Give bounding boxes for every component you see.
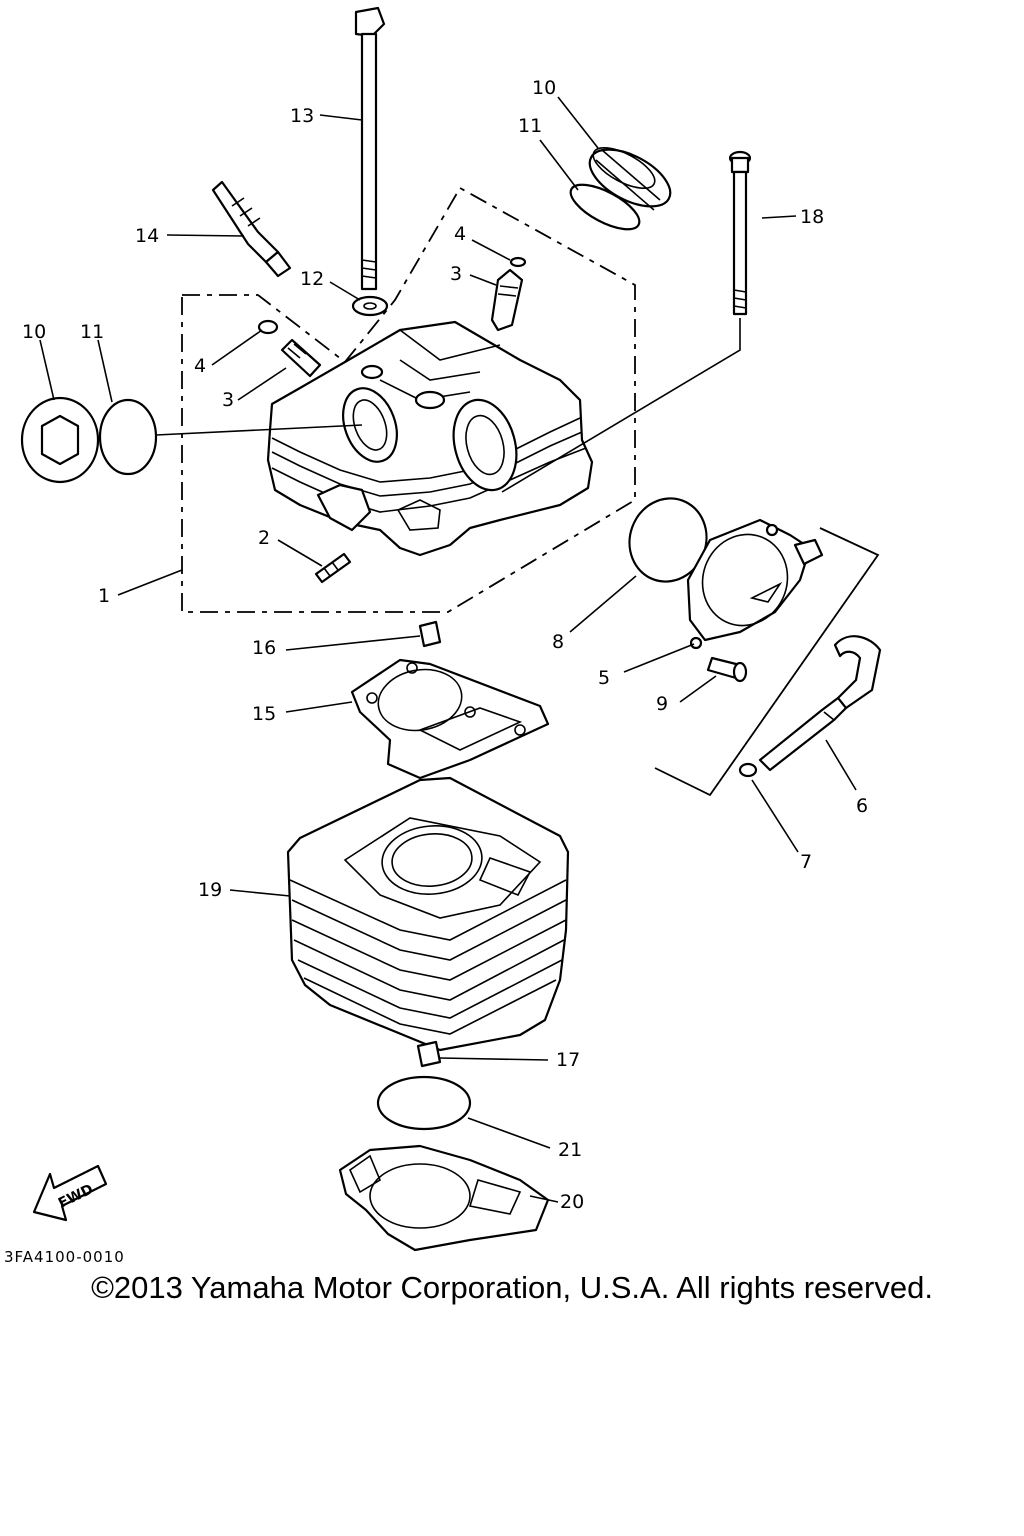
part-20-base-gasket: [338, 1144, 550, 1252]
callout-4-right: 4: [454, 223, 466, 245]
callout-17: 17: [556, 1049, 580, 1071]
callout-4-left: 4: [194, 355, 206, 377]
callout-11-top: 11: [518, 115, 542, 137]
part-6-hose: [758, 635, 882, 772]
callout-19: 19: [198, 879, 222, 901]
part-15-head-gasket: [350, 658, 550, 780]
callout-18: 18: [800, 206, 824, 228]
part-3-valve-guide-left: [280, 338, 322, 378]
part-3-valve-guide-right: [490, 268, 524, 332]
part-19-cylinder: [286, 776, 570, 1052]
part-4-clip-right: [509, 256, 527, 268]
part-5-breather-cover: [686, 518, 824, 650]
callout-5: 5: [598, 667, 610, 689]
callout-15: 15: [252, 703, 276, 725]
part-17-dowel-pin: [416, 1040, 442, 1068]
part-18-bolt: [728, 150, 752, 316]
cylinder-head-assembly-outline: [181, 186, 636, 613]
part-11-top-o-ring: [569, 183, 641, 231]
copyright-notice: ©2013 Yamaha Motor Corporation, U.S.A. A…: [91, 1270, 933, 1305]
callout-13: 13: [290, 105, 314, 127]
callout-2: 2: [258, 527, 270, 549]
part-11-left-o-ring: [98, 398, 158, 476]
callout-10-left: 10: [22, 321, 46, 343]
part-10-top-cap: [588, 147, 672, 211]
part-9-bolt: [706, 656, 748, 683]
part-1-cylinder-head: [266, 320, 594, 557]
part-2-stud: [314, 552, 352, 584]
callout-21: 21: [558, 1139, 582, 1161]
drawing-code: 3FA4100-0010: [4, 1248, 125, 1266]
callout-14: 14: [135, 225, 159, 247]
callout-7: 7: [800, 851, 812, 873]
part-21-o-ring: [376, 1075, 472, 1131]
part-10-left-cap: [20, 396, 100, 484]
part-13-stud-bolt: [354, 6, 386, 291]
callout-10-top: 10: [532, 77, 556, 99]
part-4-clip-left: [257, 319, 279, 335]
callout-12: 12: [300, 268, 324, 290]
callout-20: 20: [560, 1191, 584, 1213]
callout-11-left: 11: [80, 321, 104, 343]
callout-3-right: 3: [450, 263, 462, 285]
leader-lines: [39, 96, 857, 1203]
part-14-spark-plug: [211, 180, 292, 278]
callout-6: 6: [856, 795, 868, 817]
breather-assembly-outline: [654, 527, 880, 797]
callout-numbers: 13 10 11 14 4 12 3 18 10 11 4 3 2 1 16 8…: [22, 77, 868, 1213]
forward-arrow-icon: FWD: [32, 1164, 108, 1222]
callout-1: 1: [98, 585, 110, 607]
callout-9: 9: [656, 693, 668, 715]
part-7-clamp: [738, 762, 758, 778]
part-12-washer: [351, 295, 389, 317]
callout-8: 8: [552, 631, 564, 653]
callout-3-left: 3: [222, 389, 234, 411]
part-16-dowel-pin: [418, 620, 442, 648]
callout-16: 16: [252, 637, 276, 659]
